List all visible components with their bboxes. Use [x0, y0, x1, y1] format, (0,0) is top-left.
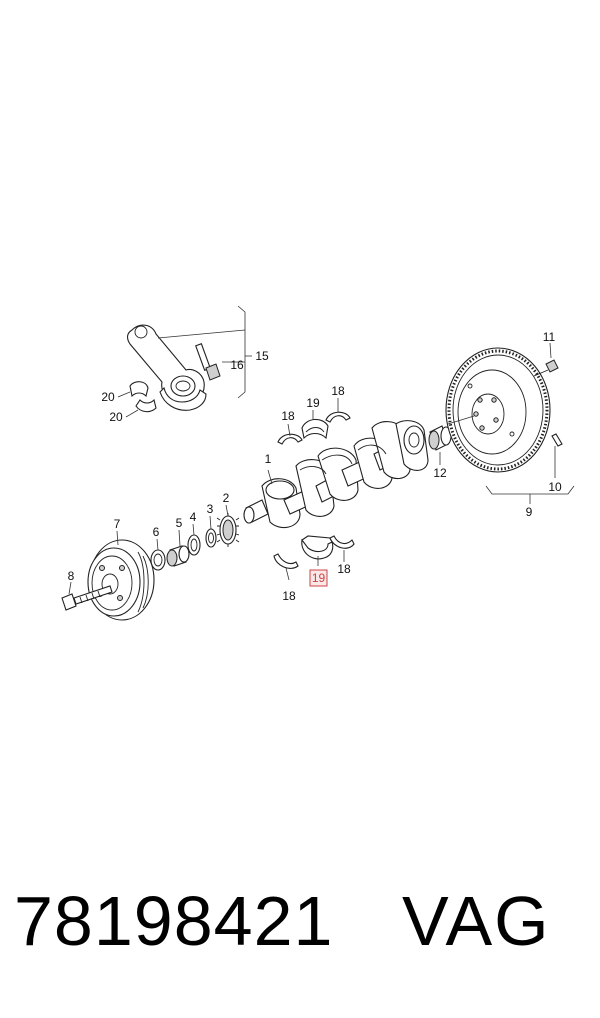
callout-8: 8 — [68, 569, 75, 583]
connecting-rod-assembly — [117, 305, 252, 418]
callout-10: 10 — [548, 480, 562, 494]
callout-20-lower: 20 — [109, 410, 123, 424]
front-components — [150, 504, 240, 571]
callout-19-highlighted: 19 — [312, 571, 326, 585]
callout-18-top-left: 18 — [281, 409, 295, 423]
callout-2: 2 — [223, 491, 230, 505]
callout-19-highlight-box — [309, 569, 328, 587]
callout-1: 1 — [265, 452, 272, 466]
crankshaft — [243, 420, 429, 529]
callout-9: 9 — [526, 505, 533, 519]
callout-16: 16 — [230, 358, 244, 372]
part-number: 78198421 — [14, 882, 334, 960]
timing-gear — [216, 504, 240, 547]
pulley-bolt — [61, 581, 113, 611]
callout-12: 12 — [433, 466, 447, 480]
callout-4: 4 — [190, 510, 197, 524]
callout-3: 3 — [207, 502, 214, 516]
callout-labels: 1 2 3 4 5 6 7 8 9 10 11 12 15 16 18 18 1… — [68, 330, 562, 603]
callout-18-top-right: 18 — [331, 384, 345, 398]
callout-20-upper: 20 — [101, 390, 115, 404]
callout-19-top: 19 — [306, 396, 320, 410]
main-bearing-shells — [273, 398, 355, 581]
callout-7: 7 — [114, 517, 121, 531]
callout-6: 6 — [153, 525, 160, 539]
vibration-damper-pulley — [87, 530, 155, 621]
callout-18-bottom-right: 18 — [337, 562, 351, 576]
callout-5: 5 — [176, 516, 183, 530]
callout-18-bottom-left: 18 — [282, 589, 296, 603]
flywheel — [445, 342, 575, 504]
brand-name: VAG — [402, 882, 551, 960]
callout-11: 11 — [543, 330, 556, 344]
pilot-bush — [428, 425, 452, 465]
callout-15: 15 — [255, 349, 269, 363]
